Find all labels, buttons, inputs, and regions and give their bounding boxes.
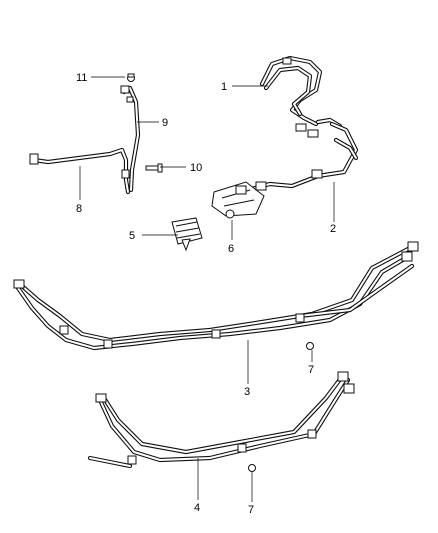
- callout-2: 2: [330, 223, 336, 235]
- part-10-bolt: [145, 163, 163, 173]
- callout-4: 4: [194, 502, 200, 514]
- part-3-brake-line-bundle: [13, 241, 419, 351]
- callout-5: 5: [129, 230, 135, 242]
- leader-lines: [79, 76, 335, 502]
- part-7-clip-lower: [248, 464, 256, 472]
- part-8-tube: [29, 147, 131, 195]
- part-1-hose-bundle: [259, 55, 343, 138]
- callout-7-lower: 7: [248, 504, 254, 516]
- part-4-brake-line-bundle: [87, 371, 355, 469]
- callout-8: 8: [76, 203, 82, 215]
- callout-10: 10: [190, 162, 202, 174]
- part-6-clip: [225, 209, 235, 219]
- callout-11: 11: [76, 72, 87, 84]
- part-5-bracket: [171, 217, 203, 252]
- callout-3: 3: [244, 386, 250, 398]
- part-9-tube: [120, 85, 141, 193]
- callout-6: 6: [228, 243, 234, 255]
- part-7-clip-upper: [306, 342, 314, 350]
- callout-7-upper: 7: [308, 364, 314, 376]
- part-2-hose-assembly: [211, 121, 359, 217]
- callout-labels: 11 1 9 10 8 2 5 6 3 7 4 7: [76, 72, 336, 516]
- callout-9: 9: [162, 117, 168, 129]
- part-11-cap: [127, 73, 135, 82]
- callout-1: 1: [221, 81, 227, 93]
